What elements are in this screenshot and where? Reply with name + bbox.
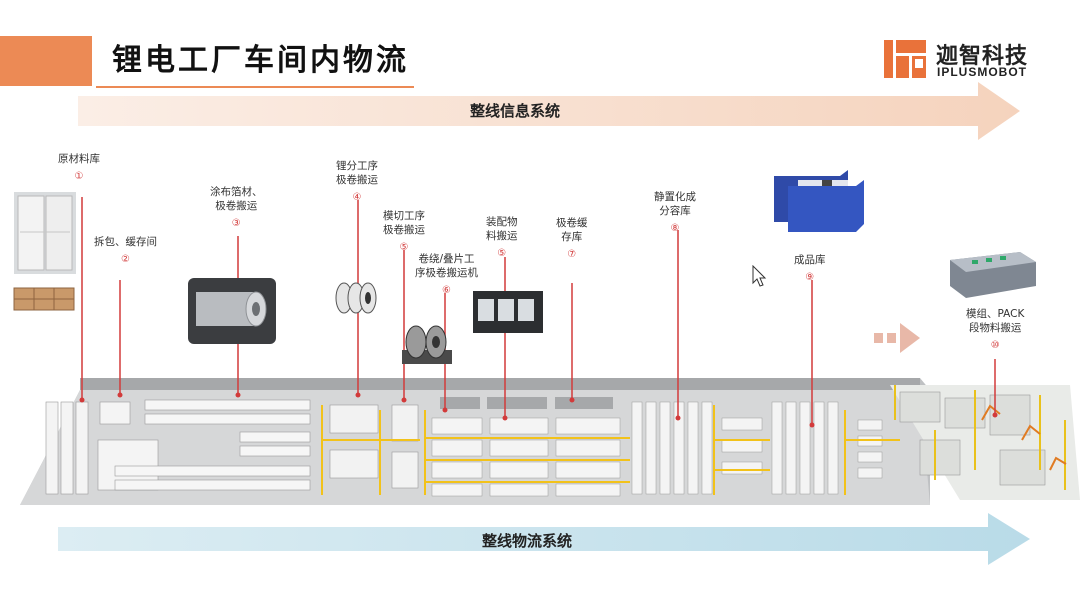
raw-material-bags-image: [14, 192, 76, 274]
page-title: 锂电工厂车间内物流: [112, 43, 409, 78]
station-coating-foil: 涂布箔材、 极卷搬运 ③: [210, 186, 263, 229]
station-winding-stacking: 卷绕/叠片工 序极卷搬运机 ⑥: [415, 253, 478, 296]
title-underline: [96, 86, 414, 88]
logo-icon: [884, 40, 926, 78]
info-system-label: 整线信息系统: [470, 102, 561, 120]
foil-rolls-image: [188, 278, 276, 344]
title-accent-bar: [0, 36, 92, 86]
station-finished-goods: 成品库 ⑨: [794, 254, 826, 283]
logo-english-name: IPLUSMOBOT: [937, 65, 1027, 79]
station-coil-buffer: 极卷缓 存库 ⑦: [556, 217, 588, 260]
station-raw-material-warehouse: 原材料库 ①: [58, 153, 100, 182]
battery-module-image: [950, 252, 1036, 298]
logo-chinese-name: 迦智科技: [936, 44, 1029, 69]
station-unpacking-buffer: 拆包、缓存间 ②: [94, 236, 157, 265]
mouse-pointer-icon: [752, 265, 767, 287]
battery-cells-image: [774, 170, 864, 232]
station-module-pack: 模组、PACK 段物料搬运 ⑩: [966, 308, 1025, 351]
logistics-system-arrow: [58, 513, 1030, 565]
assembly-cells-image: [473, 291, 543, 333]
station-formation-grading: 静置化成 分容库 ⑧: [654, 191, 696, 234]
slit-coil-image: [335, 282, 377, 314]
logistics-system-label: 整线物流系统: [482, 532, 573, 550]
station-die-cutting: 模切工序 极卷搬运 ⑤: [383, 210, 425, 253]
wooden-crate-image: [13, 287, 75, 311]
station-slitting: 锂分工序 极卷搬运 ④: [336, 160, 378, 203]
info-system-arrow: [78, 82, 1020, 140]
winding-machine-image: [402, 325, 452, 364]
station-assembly-material: 装配物 料搬运 ⑤: [486, 216, 518, 259]
